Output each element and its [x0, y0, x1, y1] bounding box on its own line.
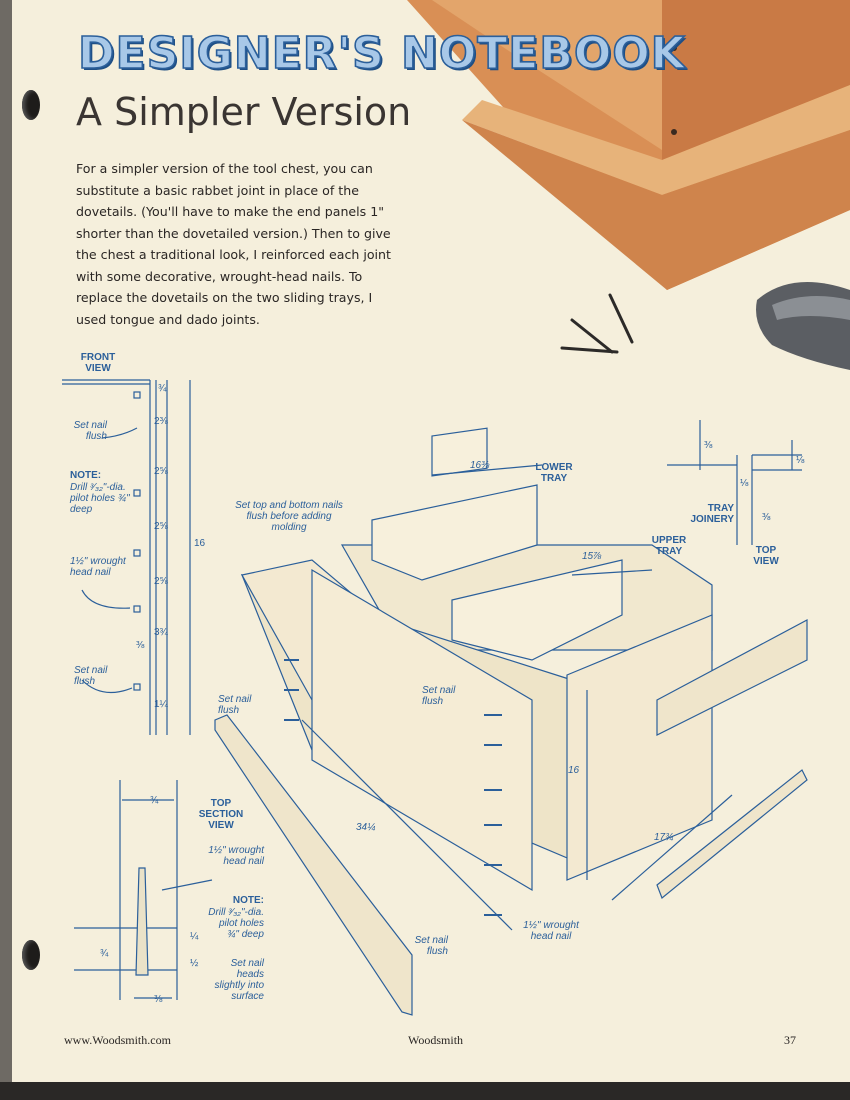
illustration-layer — [62, 0, 850, 1016]
set-nail-flush-a: Set nail flush — [218, 694, 252, 716]
set-nail-flush-c: Set nail flush — [414, 935, 448, 957]
upper-tray-label: UPPER TRAY — [651, 535, 687, 557]
upper-tray-dim: 15⅞ — [582, 551, 602, 562]
chest-height-dim: 16 — [568, 765, 580, 776]
footer-page-number: 37 — [784, 1033, 796, 1047]
page-title: A Simpler Version — [76, 90, 412, 134]
top-section-dim-top: ¾ — [150, 795, 159, 806]
chest-width-dim: 17¾ — [654, 832, 674, 843]
magazine-page: DESIGNER'S NOTEBOOK A Simpler Version Fo… — [12, 0, 850, 1082]
top-section-dim-4: ⅜ — [154, 994, 163, 1005]
front-view-dim-5: 2⅝ — [154, 576, 168, 587]
front-view-dim-2: 2⅜ — [154, 416, 168, 427]
tray-joinery-diagram — [667, 420, 802, 545]
front-view-overall: 16 — [194, 538, 206, 549]
binder-hole-bottom — [22, 940, 40, 970]
exploded-wrought-nail: 1½" wrought head nail — [523, 920, 579, 942]
nails-photo — [560, 293, 634, 354]
top-section-dim-1: ¼ — [190, 931, 199, 942]
binder-hole-top — [22, 90, 40, 120]
tray-joinery-dim-4: ⅜ — [762, 512, 771, 523]
front-view-dim-1: ¾ — [158, 383, 167, 394]
set-top-bottom-label: Set top and bottom nails flush before ad… — [235, 500, 343, 533]
front-view-title: FRONT VIEW — [80, 352, 116, 374]
chest-length-dim: 34¼ — [356, 822, 376, 833]
front-view-diagram — [62, 379, 191, 735]
lower-tray-dim: 16⅜ — [470, 460, 490, 471]
front-view-dim-7: 1¼ — [154, 699, 168, 710]
lower-tray-label: LOWER TRAY — [535, 462, 573, 484]
designers-notebook-banner: DESIGNER'S NOTEBOOK — [77, 27, 686, 80]
front-view-note-heading: NOTE: — [70, 470, 102, 481]
top-section-wrought-nail: 1½" wrought head nail — [208, 845, 264, 867]
front-view-wrought-nail: 1½" wrought head nail — [70, 556, 126, 578]
set-nail-flush-b: Set nail flush — [422, 685, 456, 707]
front-view-dim-3: 2⅝ — [154, 466, 168, 477]
front-view-set-nail-flush: Set nail flush — [73, 420, 107, 442]
footer-website: www.Woodsmith.com — [64, 1033, 171, 1047]
tray-joinery-dim-1: ⅜ — [704, 440, 713, 451]
tray-joinery-title: TRAY JOINERY — [690, 503, 734, 525]
top-section-note-text: Drill ³⁄₃₂"-dia. pilot holes ¾" deep — [208, 907, 264, 940]
front-view-dim-4: 2⅝ — [154, 521, 168, 532]
hammer-photo — [756, 282, 850, 370]
top-section-diagram — [74, 780, 213, 1000]
intro-paragraph: For a simpler version of the tool chest,… — [76, 161, 391, 327]
front-view-dim-6: 3¾ — [154, 627, 168, 638]
front-view-set-nail-flush-2: Set nail flush — [74, 665, 108, 687]
front-view-dim-8: ⅜ — [136, 640, 145, 651]
tray-joinery-top-view: TOP VIEW — [753, 545, 779, 567]
footer-magazine: Woodsmith — [408, 1033, 464, 1047]
front-view-note-text: Drill ³⁄₃₂"-dia. pilot holes ¾" deep — [70, 482, 130, 515]
top-section-dim-2: ½ — [190, 958, 199, 969]
top-section-note-heading: NOTE: — [232, 895, 264, 906]
chest-photo — [407, 0, 850, 290]
tray-joinery-dim-2: ⅛ — [796, 455, 805, 466]
page-bottom-edge — [0, 1082, 850, 1100]
top-section-dim-3: ¾ — [100, 948, 109, 959]
exploded-chest-diagram — [214, 427, 808, 1016]
tray-joinery-dim-3: ⅛ — [740, 478, 749, 489]
top-section-set-heads: Set nail heads slightly into surface — [214, 958, 264, 1002]
top-section-title: TOP SECTION VIEW — [198, 798, 244, 831]
